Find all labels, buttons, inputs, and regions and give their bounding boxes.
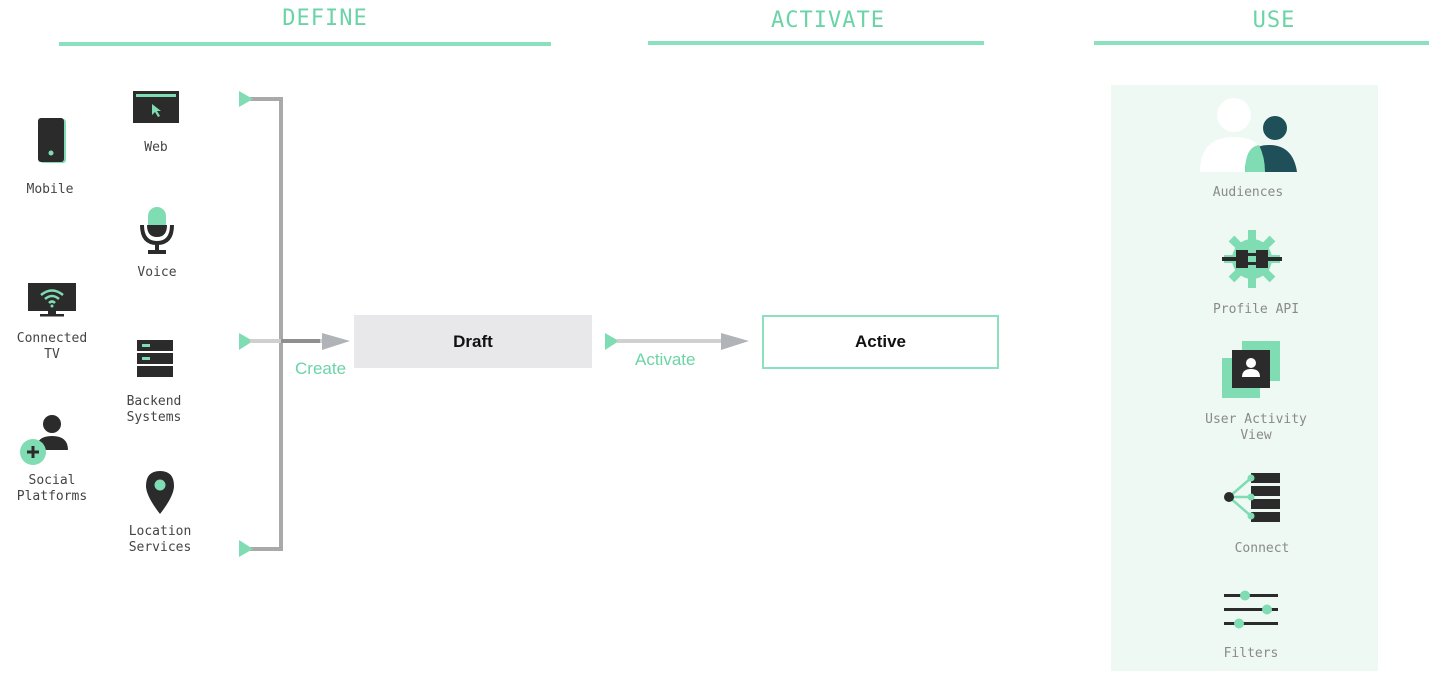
mobile-icon: [38, 118, 66, 163]
use-label-profile-api: Profile API: [1212, 302, 1300, 317]
create-arrowhead: [322, 333, 350, 350]
bracket-arrow-middle: [239, 333, 253, 350]
connect-icon: [1224, 473, 1280, 522]
phase-activate-rule: [648, 41, 984, 45]
create-label: Create: [295, 359, 347, 378]
source-label-connected-tv: Connected TV: [16, 331, 88, 362]
source-label-voice: Voice: [137, 265, 177, 280]
phase-define-rule: [59, 42, 551, 46]
source-bracket: [250, 97, 283, 551]
activate-start-arrow: [605, 333, 619, 350]
source-label-mobile: Mobile: [26, 182, 74, 197]
bracket-arrow-bottom: [239, 540, 253, 557]
server-icon: [137, 340, 173, 377]
phase-activate-title: ACTIVATE: [771, 8, 885, 33]
phase-define-title: DEFINE: [282, 6, 368, 31]
active-state-box: Active: [762, 315, 999, 369]
audiences-icon: [1200, 98, 1297, 172]
connected-tv-icon: [28, 283, 76, 317]
source-label-social-platforms: Social Platforms: [16, 473, 88, 504]
profile-api-plug-gear-icon: [1222, 230, 1282, 288]
source-label-backend-systems: Backend Systems: [126, 394, 182, 425]
user-activity-view-icon: [1222, 341, 1280, 398]
filters-sliders-icon: [1224, 590, 1278, 629]
phase-use-title: USE: [1252, 8, 1296, 33]
phase-use-rule: [1094, 41, 1429, 45]
activate-label: Activate: [635, 350, 696, 369]
use-label-filters: Filters: [1223, 646, 1279, 661]
activate-arrowhead: [721, 333, 749, 350]
source-label-web: Web: [144, 140, 168, 155]
use-label-audiences: Audiences: [1212, 185, 1284, 200]
location-pin-icon: [146, 471, 174, 514]
bracket-arrow-top: [239, 91, 253, 107]
draft-state-box: Draft: [354, 315, 592, 368]
social-add-user-icon: [20, 415, 68, 465]
use-label-connect: Connect: [1234, 541, 1290, 556]
microphone-icon: [140, 207, 174, 254]
web-icon: [133, 91, 179, 123]
use-label-user-activity-view: User Activity View: [1205, 412, 1307, 443]
source-label-location-services: Location Services: [128, 524, 192, 555]
